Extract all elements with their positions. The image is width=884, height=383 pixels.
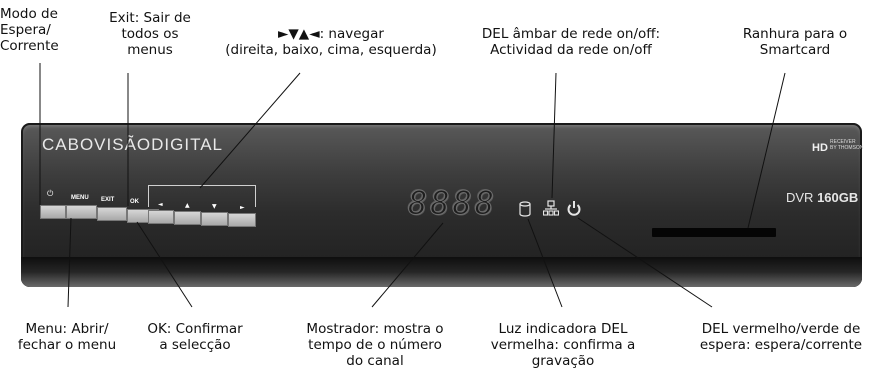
standby-led-icon [567, 201, 581, 216]
hd-receiver-subtitle: RECEIVER BY THOMSON [830, 139, 864, 151]
callout-record-led: Luz indicadora DEL vermelha: confirma a … [490, 321, 636, 369]
hd-logo: HD [812, 142, 828, 154]
front-display: 8888 [407, 184, 498, 223]
nav-right-key[interactable] [228, 213, 256, 227]
model-label: DVR 160GB [786, 190, 858, 205]
standby-key-icon: ⏻ [47, 189, 54, 198]
callout-navigate: ►▼▲◄: navegar (direita, baixo, cima, esq… [225, 26, 437, 58]
nav-left-icon: ◄ [158, 201, 163, 208]
model-prefix: DVR [786, 190, 818, 205]
callout-ok: OK: Confirmar a selecção [147, 321, 243, 353]
nav-up-icon: ▲ [185, 202, 190, 209]
front-panel-lower-strip [21, 257, 862, 287]
menu-key[interactable] [66, 205, 97, 219]
network-led-icon [543, 200, 559, 216]
nav-left-key[interactable] [148, 210, 174, 224]
smartcard-slot [652, 228, 776, 237]
exit-key-label: EXIT [101, 197, 115, 203]
model-capacity: 160GB [817, 190, 859, 205]
brand-logo: CABOVISÃODIGITAL [42, 135, 224, 154]
exit-key[interactable] [97, 207, 127, 221]
callout-standby-led: DEL vermelho/verde de espera: espera/cor… [699, 321, 863, 353]
nav-down-icon: ▼ [212, 203, 217, 210]
ok-key-label: OK [130, 199, 139, 205]
callout-standby: Modo de Espera/ Corrente [0, 6, 59, 54]
callout-display: Mostrador: mostra o tempo de o número do… [306, 321, 444, 369]
callout-exit: Exit: Sair de todos os menus [109, 10, 191, 58]
callout-smartcard: Ranhura para o Smartcard [742, 26, 848, 58]
menu-key-label: MENU [71, 195, 89, 201]
nav-right-icon: ► [240, 204, 245, 211]
callout-menu: Menu: Abrir/ fechar o menu [17, 321, 117, 353]
callout-network-led: DEL âmbar de rede on/off: Actividad da r… [481, 26, 661, 58]
record-led-icon [519, 201, 531, 217]
standby-key[interactable] [40, 205, 66, 219]
nav-up-key[interactable] [174, 211, 201, 225]
nav-down-key[interactable] [201, 212, 228, 226]
